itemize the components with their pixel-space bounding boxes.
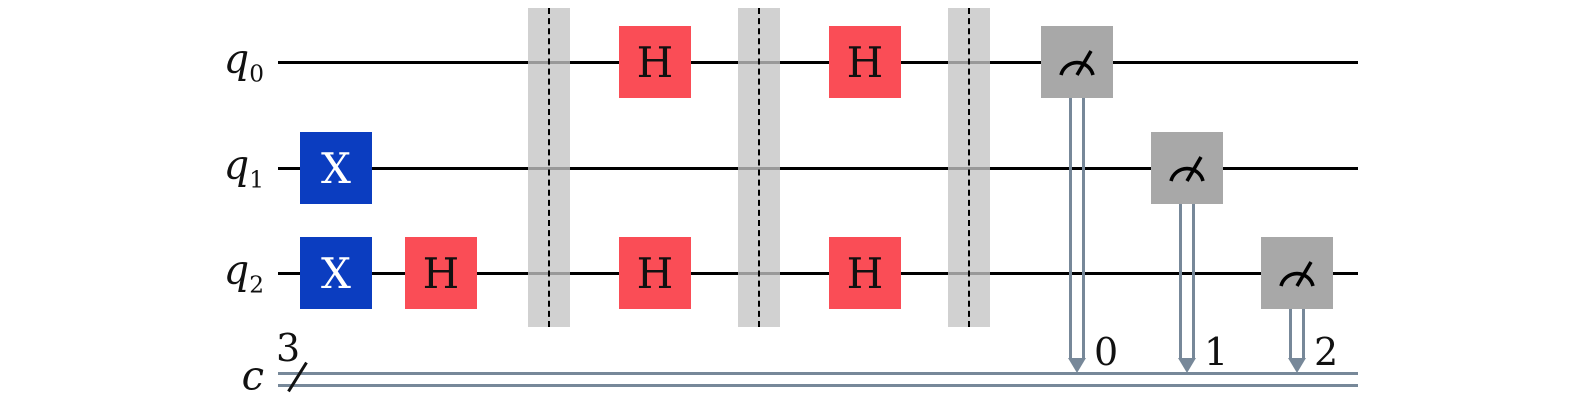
qubit-wire-q1	[278, 166, 1358, 170]
qubit-label-q2: q2	[223, 247, 264, 297]
h-gate: H	[619, 237, 691, 309]
qubit-wire-q0	[278, 60, 1358, 64]
classical-name: c	[241, 353, 264, 400]
measure-gate	[1041, 26, 1113, 98]
measure-gate	[1261, 237, 1333, 309]
qubit-index: 1	[249, 166, 264, 194]
barrier-dashed-line	[968, 8, 970, 327]
measure-arrow	[1069, 96, 1085, 359]
h-gate: H	[829, 26, 901, 98]
qubit-index: 2	[249, 271, 264, 299]
classical-count-label: 3	[276, 326, 301, 370]
qubit-label-q0: q0	[223, 36, 264, 86]
meter-icon	[1279, 261, 1315, 287]
barrier	[528, 8, 570, 327]
qubit-name: q	[223, 142, 250, 189]
x-gate: X	[300, 237, 372, 309]
measure-arrow	[1179, 202, 1195, 359]
barrier	[738, 8, 780, 327]
qubit-name: q	[223, 247, 250, 294]
measure-arrowhead	[1068, 358, 1086, 373]
meter-icon	[1059, 50, 1095, 76]
barrier	[948, 8, 990, 327]
x-gate: X	[300, 132, 372, 204]
classical-bit-label: 2	[1314, 330, 1339, 374]
measure-arrowhead	[1288, 358, 1306, 373]
qubit-name: q	[223, 36, 250, 83]
h-gate: H	[829, 237, 901, 309]
barrier-dashed-line	[548, 8, 550, 327]
barrier-dashed-line	[758, 8, 760, 327]
measure-arrowhead	[1178, 358, 1196, 373]
qubit-label-q1: q1	[223, 142, 264, 192]
classical-wire	[278, 372, 1358, 387]
h-gate: H	[619, 26, 691, 98]
measure-arrow	[1289, 307, 1305, 359]
measure-gate	[1151, 132, 1223, 204]
qubit-index: 0	[249, 60, 264, 88]
qubit-wire-q2	[278, 271, 1358, 275]
classical-bit-label: 0	[1094, 330, 1119, 374]
classical-bit-label: 1	[1204, 330, 1229, 374]
classical-label: c	[242, 354, 264, 400]
meter-icon	[1169, 156, 1205, 182]
h-gate: H	[405, 237, 477, 309]
